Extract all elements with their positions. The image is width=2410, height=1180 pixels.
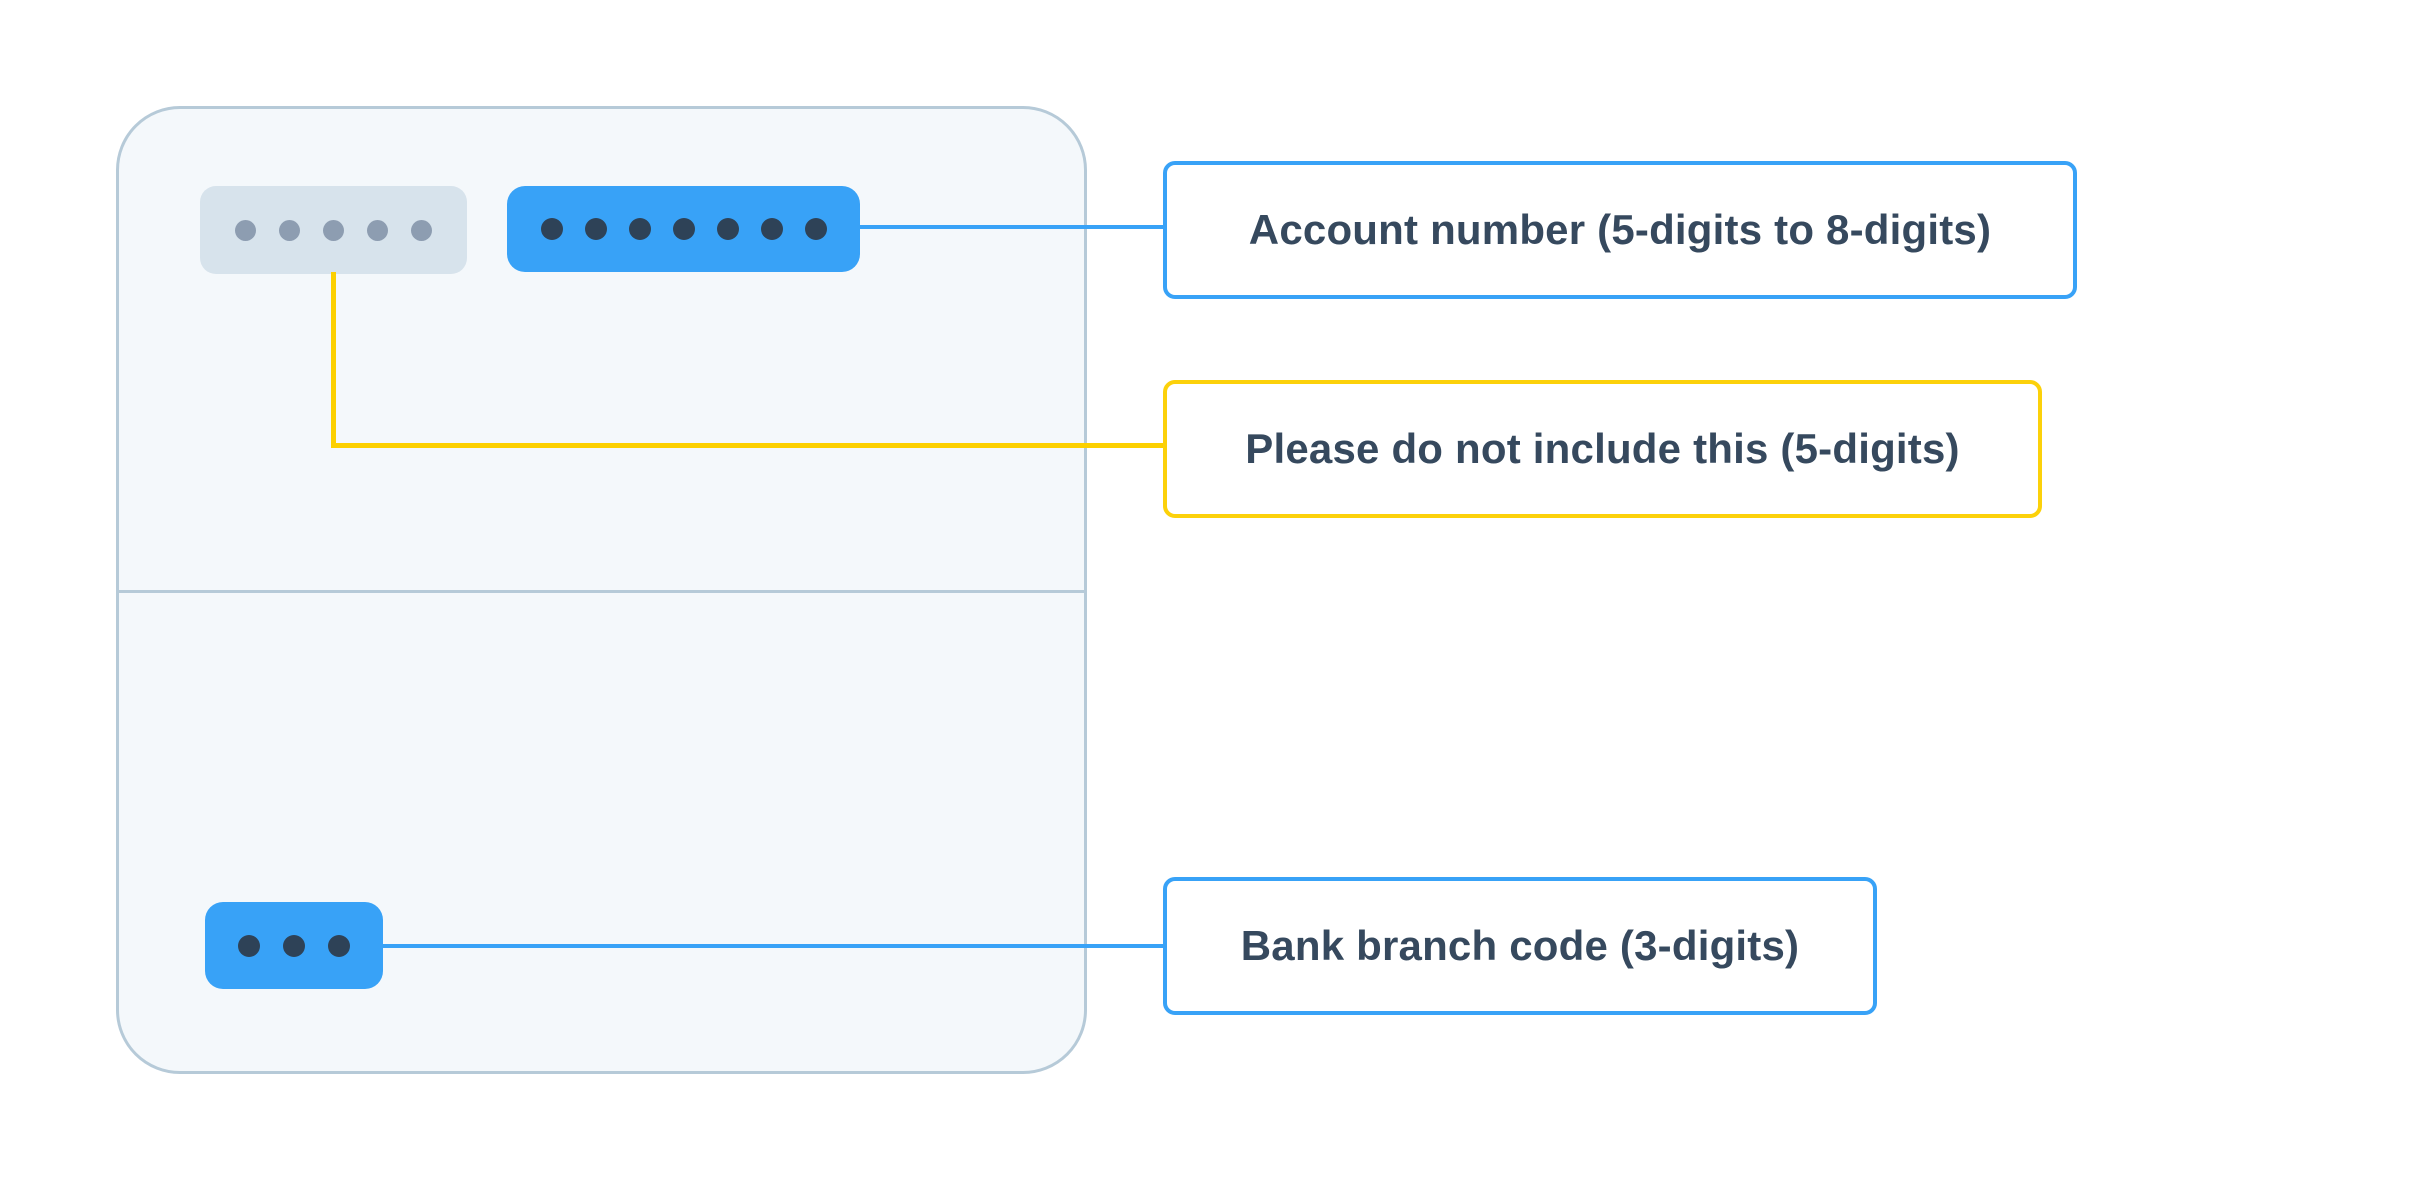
connector-line-do-not-include-horizontal [331,443,1167,448]
masked-digit-dot [760,218,783,240]
masked-digit-dot [411,219,432,241]
callout-account-number-label: Account number (5-digits to 8-digits) [1248,206,1992,253]
callout-do-not-include-label: Please do not include this (5-digits) [1245,425,1960,472]
masked-digit-dot [584,218,607,240]
masked-digit-dot [716,218,739,240]
masked-digit-dot [238,934,260,957]
connector-line-do-not-include-vertical [331,272,336,448]
masked-digits-pill-ignore [200,186,467,274]
connector-line-account-number [860,225,1167,229]
masked-digit-dot [279,219,300,241]
callout-account-number: Account number (5-digits to 8-digits) [1163,161,2077,299]
callout-do-not-include: Please do not include this (5-digits) [1163,380,2042,518]
connector-line-branch-code [383,944,1167,948]
masked-digits-pill-account-number [507,186,860,272]
callout-branch-code-label: Bank branch code (3-digits) [1240,922,1800,969]
masked-digit-dot [328,934,350,957]
card-section-divider [118,590,1085,593]
masked-digit-dot [628,218,651,240]
callout-branch-code: Bank branch code (3-digits) [1163,877,1877,1015]
masked-digit-dot [367,219,388,241]
masked-digit-dot [540,218,563,240]
masked-digits-pill-branch-code [205,902,383,989]
masked-digit-dot [804,218,827,240]
masked-digit-dot [323,219,344,241]
masked-digit-dot [283,934,305,957]
masked-digit-dot [235,219,256,241]
masked-digit-dot [672,218,695,240]
